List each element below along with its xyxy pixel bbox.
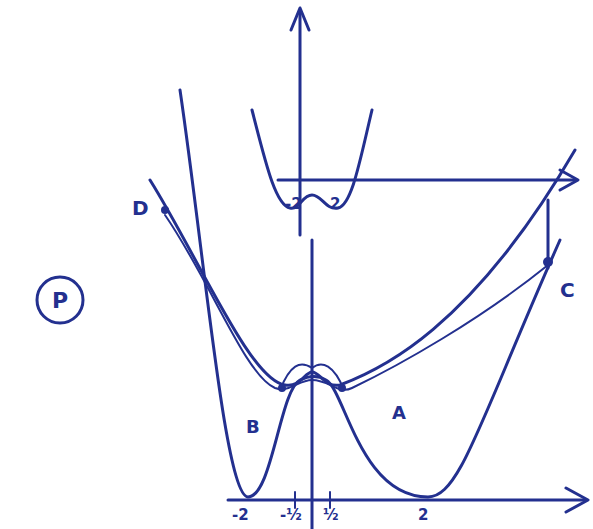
tick-label: -2 xyxy=(285,197,302,212)
tick xyxy=(295,492,330,508)
node-text: P xyxy=(35,288,85,313)
curve xyxy=(252,110,372,208)
curve xyxy=(150,150,575,385)
tick-label: 2 xyxy=(418,508,428,523)
point-label: A xyxy=(392,404,406,422)
y-axis xyxy=(311,240,314,529)
point-label: B xyxy=(246,418,260,436)
point xyxy=(161,206,169,214)
axis-arrow xyxy=(291,8,309,30)
curve xyxy=(165,215,312,389)
curve xyxy=(180,90,560,497)
point xyxy=(278,384,286,392)
point xyxy=(338,384,346,392)
curve xyxy=(312,265,548,390)
curve xyxy=(280,364,344,390)
point xyxy=(543,257,553,267)
tick-label: 2 xyxy=(330,197,340,212)
tick-label: -2 xyxy=(232,508,249,523)
tick-label: ½ xyxy=(323,508,339,523)
circled-label: P xyxy=(35,275,85,325)
x-axis xyxy=(228,499,585,502)
x-axis xyxy=(278,179,575,182)
point-label: C xyxy=(560,280,575,300)
axis-arrow xyxy=(566,488,588,512)
tick-label: -½ xyxy=(280,508,302,523)
point-label: D xyxy=(132,198,149,218)
